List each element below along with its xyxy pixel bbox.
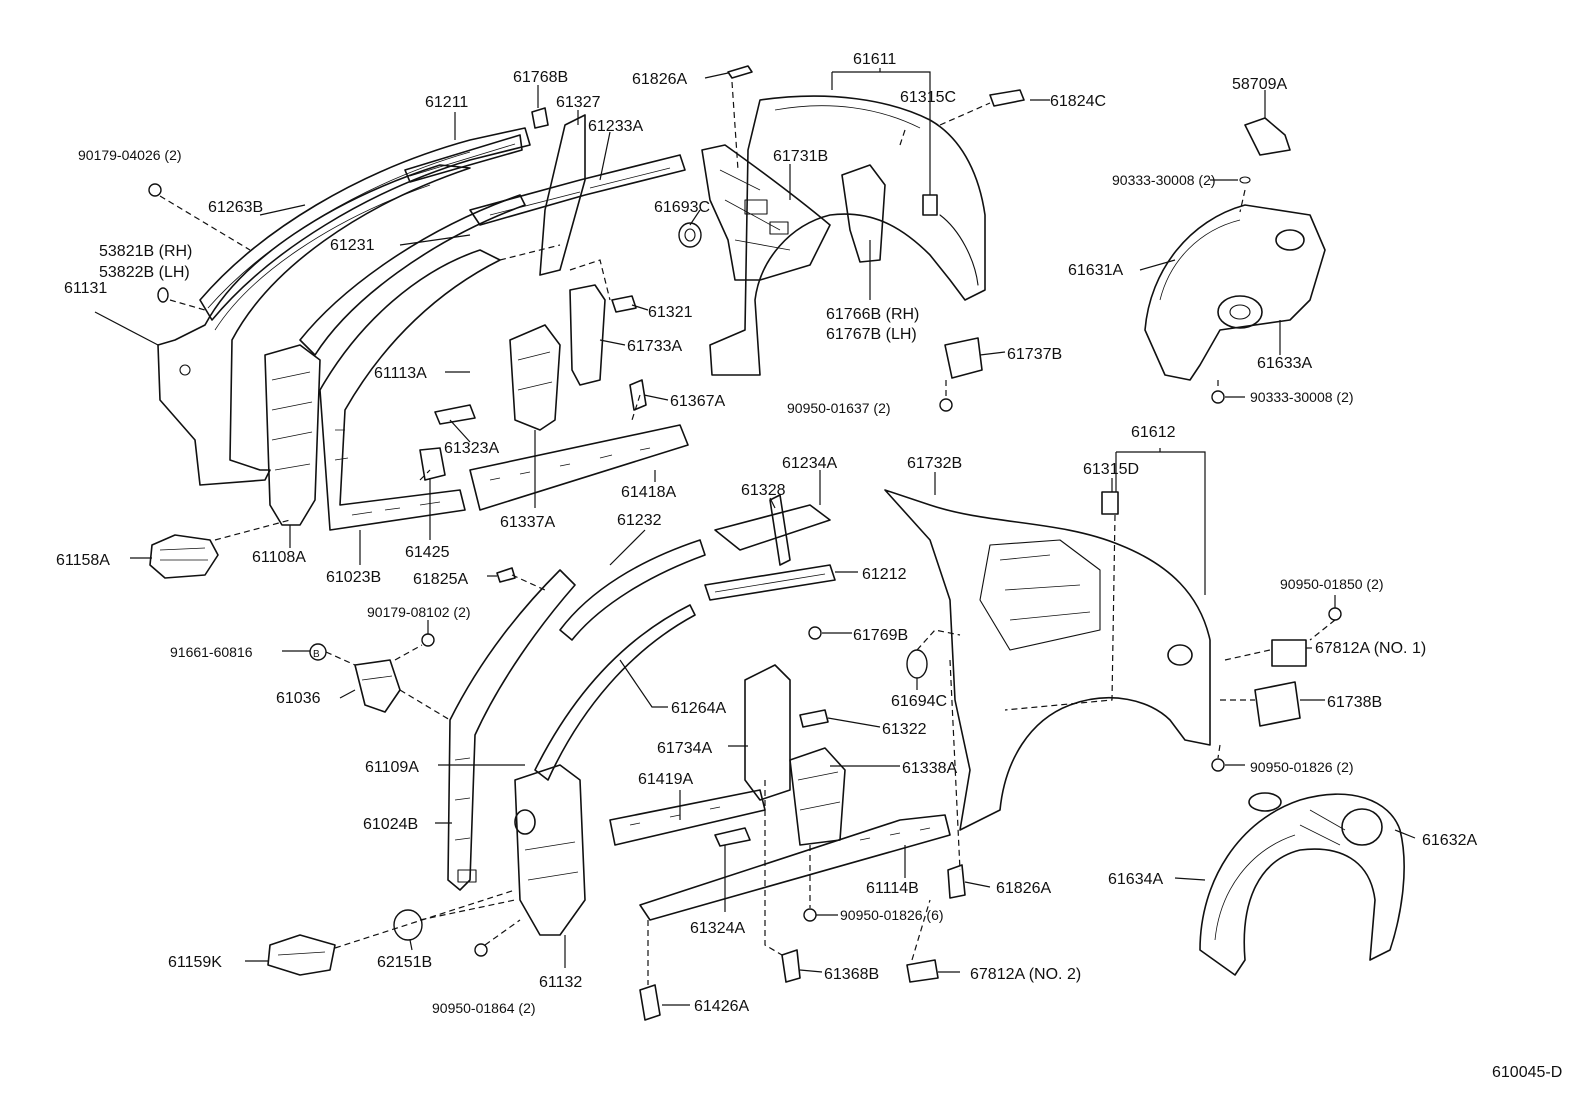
label-61036: 61036	[276, 690, 321, 707]
label-61158A: 61158A	[56, 552, 110, 569]
label-90950-01637: 90950-01637 (2)	[787, 400, 891, 416]
label-61233A: 61233A	[588, 118, 643, 135]
label-67812A-no2: 67812A (NO. 2)	[970, 966, 1081, 983]
label-61612: 61612	[1131, 424, 1176, 441]
label-61159K: 61159K	[168, 954, 222, 971]
label-61418A: 61418A	[621, 484, 676, 501]
part-labels: 61611 61211 61768B 61327 61826A 61315C 6…	[56, 51, 1562, 1081]
label-61263B: 61263B	[208, 199, 263, 216]
label-90179-04026: 90179-04026 (2)	[78, 147, 182, 163]
label-61738B: 61738B	[1327, 694, 1382, 711]
label-61768B: 61768B	[513, 69, 568, 86]
label-61419A: 61419A	[638, 771, 693, 788]
label-61108A: 61108A	[252, 549, 306, 566]
label-67812A-no1: 67812A (NO. 1)	[1315, 640, 1426, 657]
label-90950-01864: 90950-01864 (2)	[432, 1000, 536, 1016]
label-61023B: 61023B	[326, 569, 381, 586]
label-61769B: 61769B	[853, 627, 908, 644]
label-61734A: 61734A	[657, 740, 712, 757]
rear-quarter-panel-lower	[884, 489, 1342, 899]
label-61694C: 61694C	[891, 693, 947, 710]
rear-quarter-panel-upper	[678, 65, 1025, 412]
label-61826A-bot: 61826A	[996, 880, 1051, 897]
label-61631A: 61631A	[1068, 262, 1123, 279]
label-61131: 61131	[64, 280, 107, 297]
label-61824C: 61824C	[1050, 93, 1106, 110]
label-61825A: 61825A	[413, 571, 468, 588]
label-61212: 61212	[862, 566, 907, 583]
label-90950-01826-a: 90950-01826 (2)	[1250, 759, 1354, 775]
inner-side-panel-lower: B	[267, 494, 951, 1021]
figure-code: 610045-D	[1492, 1064, 1562, 1081]
svg-text:B: B	[313, 649, 320, 660]
label-61337A: 61337A	[500, 514, 555, 531]
rear-wheel-house-upper	[1144, 117, 1326, 404]
label-61113A: 61113A	[374, 365, 427, 382]
label-61234A: 61234A	[782, 455, 837, 472]
label-61368B: 61368B	[824, 966, 879, 983]
label-61733A: 61733A	[627, 338, 682, 355]
label-90950-01826-b: 90950-01826 (6)	[840, 907, 944, 923]
label-61425: 61425	[405, 544, 450, 561]
label-61693C: 61693C	[654, 199, 710, 216]
label-61611: 61611	[853, 51, 896, 68]
label-90333-30008-b: 90333-30008 (2)	[1250, 389, 1354, 405]
label-58709A: 58709A	[1232, 76, 1287, 93]
label-61632A: 61632A	[1422, 832, 1477, 849]
label-61132: 61132	[539, 974, 582, 991]
label-53822B: 53822B (LH)	[99, 264, 190, 281]
label-61633A: 61633A	[1257, 355, 1312, 372]
label-61321: 61321	[648, 304, 693, 321]
label-61731B: 61731B	[773, 148, 828, 165]
label-61315C: 61315C	[900, 89, 956, 106]
label-62151B: 62151B	[377, 954, 432, 971]
label-90333-30008-a: 90333-30008 (2)	[1112, 172, 1216, 188]
label-90950-01850: 90950-01850 (2)	[1280, 576, 1384, 592]
label-61324A: 61324A	[690, 920, 745, 937]
label-61231: 61231	[330, 237, 375, 254]
label-61426A: 61426A	[694, 998, 749, 1015]
label-61826A-top: 61826A	[632, 71, 687, 88]
label-61264A: 61264A	[671, 700, 726, 717]
label-91661-60816: 91661-60816	[170, 644, 253, 660]
label-90179-08102: 90179-08102 (2)	[367, 604, 471, 620]
label-61732B: 61732B	[907, 455, 962, 472]
label-61322: 61322	[882, 721, 927, 738]
label-61232: 61232	[617, 512, 662, 529]
label-61109A: 61109A	[365, 759, 419, 776]
rear-wheel-house-lower	[1199, 792, 1405, 976]
label-61315D: 61315D	[1083, 461, 1139, 478]
label-61766B: 61766B (RH)	[826, 306, 919, 323]
label-61211: 61211	[425, 94, 468, 111]
label-61024B: 61024B	[363, 816, 418, 833]
label-61328: 61328	[741, 482, 786, 499]
label-61327: 61327	[556, 94, 601, 111]
label-53821B: 53821B (RH)	[99, 243, 192, 260]
label-61737B: 61737B	[1007, 346, 1062, 363]
label-61338A: 61338A	[902, 760, 957, 777]
label-61323A: 61323A	[444, 440, 499, 457]
outer-side-panel-upper-left	[148, 107, 689, 579]
dashed-reference-lines	[159, 81, 1336, 985]
label-61114B: 61114B	[866, 880, 919, 897]
label-61767B: 61767B (LH)	[826, 326, 917, 343]
leader-lines	[94, 68, 1416, 1006]
label-61634A: 61634A	[1108, 871, 1163, 888]
label-61367A: 61367A	[670, 393, 725, 410]
